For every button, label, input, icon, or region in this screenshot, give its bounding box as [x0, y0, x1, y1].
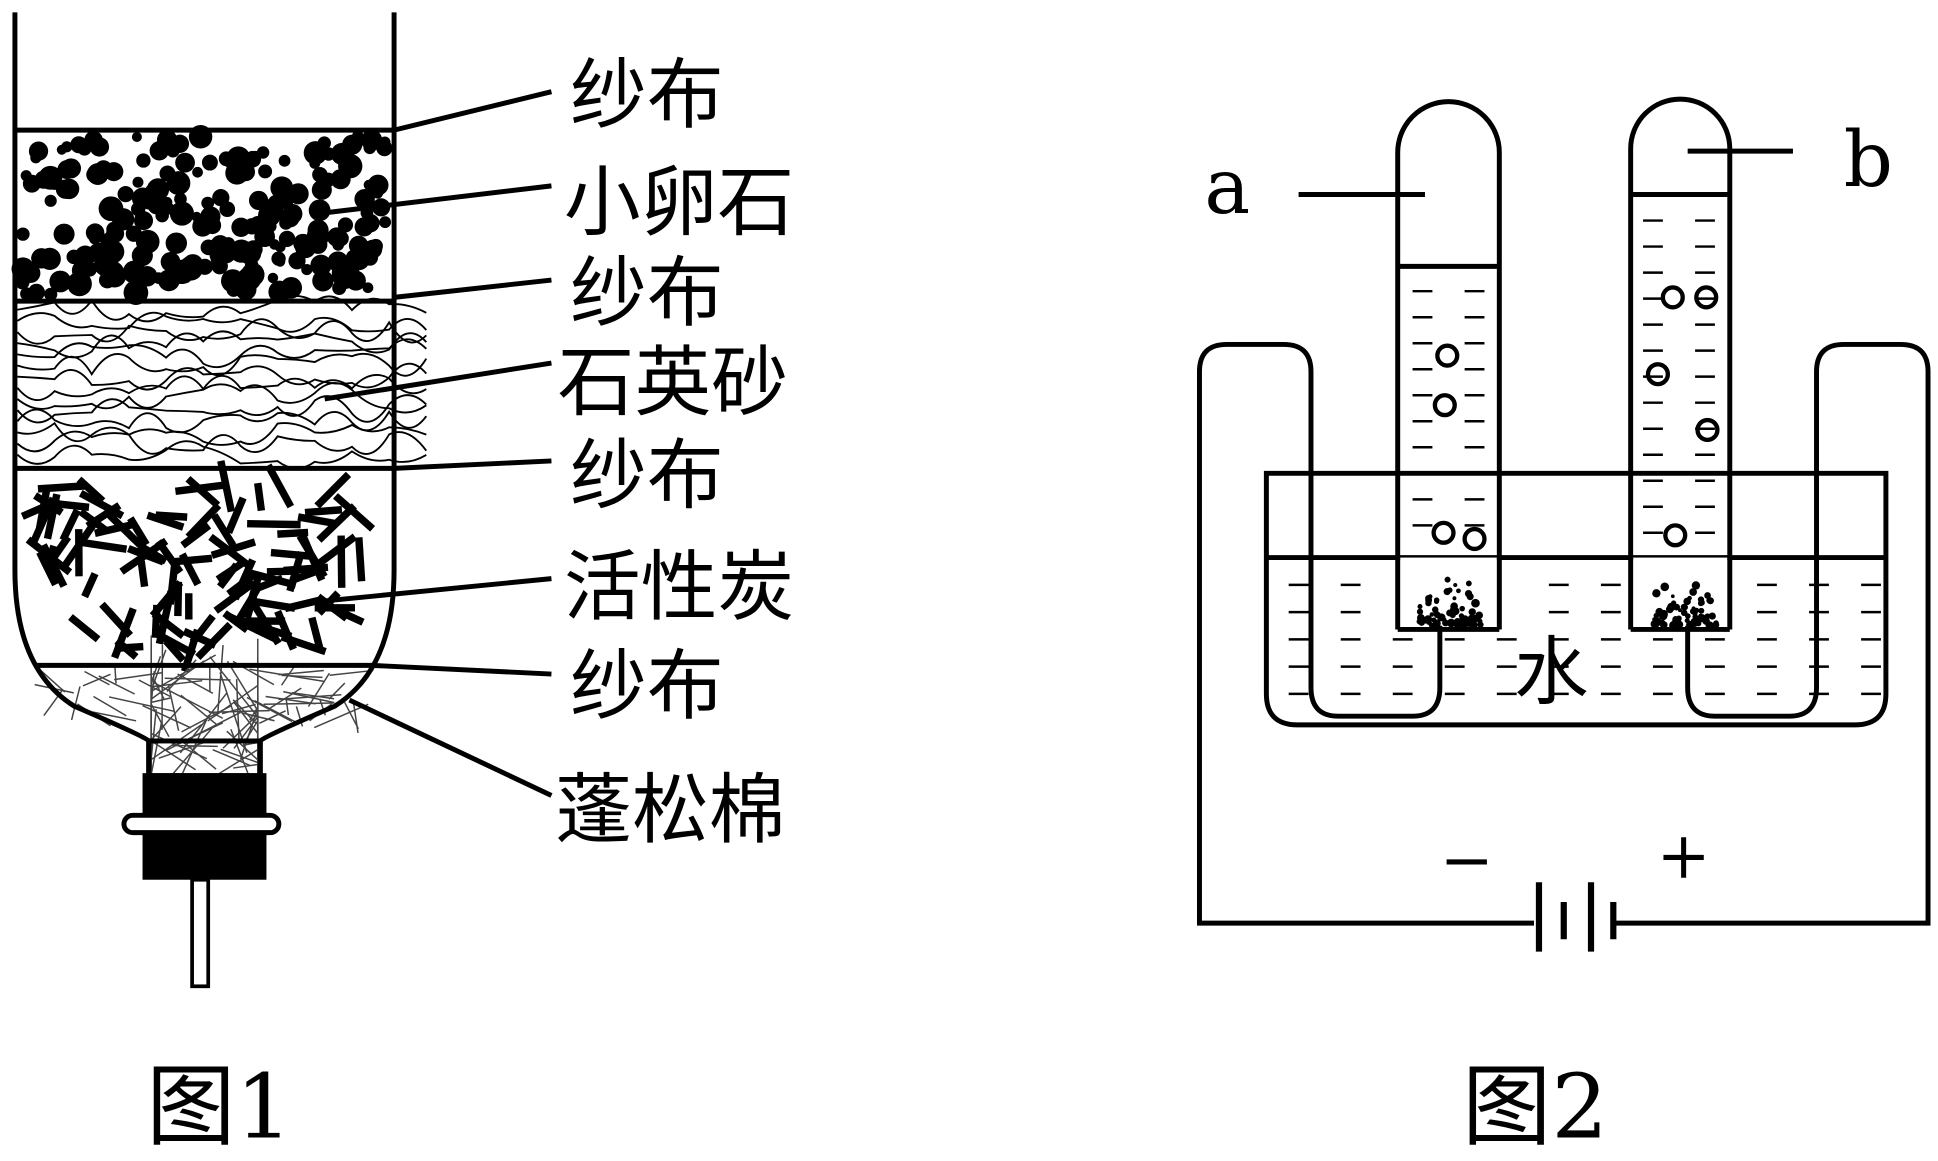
quartz-sand-layer	[16, 294, 428, 470]
negative-sign: −	[1440, 823, 1494, 898]
label-quartz-sand: 石英砂	[558, 339, 788, 428]
battery-icon	[1535, 882, 1617, 952]
figure-1-water-filter: 纱布 小卵石 纱布 石英砂 纱布 活性炭 纱布 蓬松棉 图1	[11, 12, 794, 1159]
beaker	[1263, 470, 1889, 728]
cap-ring	[121, 812, 282, 836]
label-gauze-1: 纱布	[570, 51, 724, 140]
label-gauze-4: 纱布	[570, 642, 724, 731]
positive-sign: +	[1657, 818, 1711, 893]
figure-2-caption: 图2	[1462, 1055, 1608, 1159]
pebble-layer	[11, 125, 393, 305]
wire-negative	[1196, 341, 1535, 926]
bottle-cap	[142, 773, 267, 818]
tube-a	[1395, 99, 1502, 630]
label-activated-carbon: 活性炭	[564, 543, 794, 632]
tube-b	[1628, 96, 1733, 630]
label-gauze-2: 纱布	[570, 250, 724, 339]
leader-lines	[321, 89, 553, 798]
figure-2-electrolysis: a b 水 − + 图2	[1196, 96, 1931, 1159]
activated-carbon-layer	[20, 460, 376, 673]
tube-a-label: a	[1204, 143, 1250, 232]
tube-b-label: b	[1844, 116, 1893, 205]
gas-bubbles	[1431, 285, 1720, 552]
label-pebbles: 小卵石	[564, 159, 794, 248]
water-label: 水	[1514, 629, 1588, 716]
outlet-tube	[190, 877, 211, 989]
figure-1-caption: 图1	[146, 1055, 292, 1159]
electrodes	[1416, 576, 1720, 630]
label-gauze-3: 纱布	[570, 432, 724, 521]
water-dashes	[1288, 583, 1881, 696]
label-cotton: 蓬松棉	[555, 766, 785, 855]
wire-positive	[1615, 341, 1931, 926]
bottle-outline	[12, 12, 397, 775]
tube-water-dashes	[1412, 219, 1715, 535]
cap-base	[142, 832, 267, 880]
